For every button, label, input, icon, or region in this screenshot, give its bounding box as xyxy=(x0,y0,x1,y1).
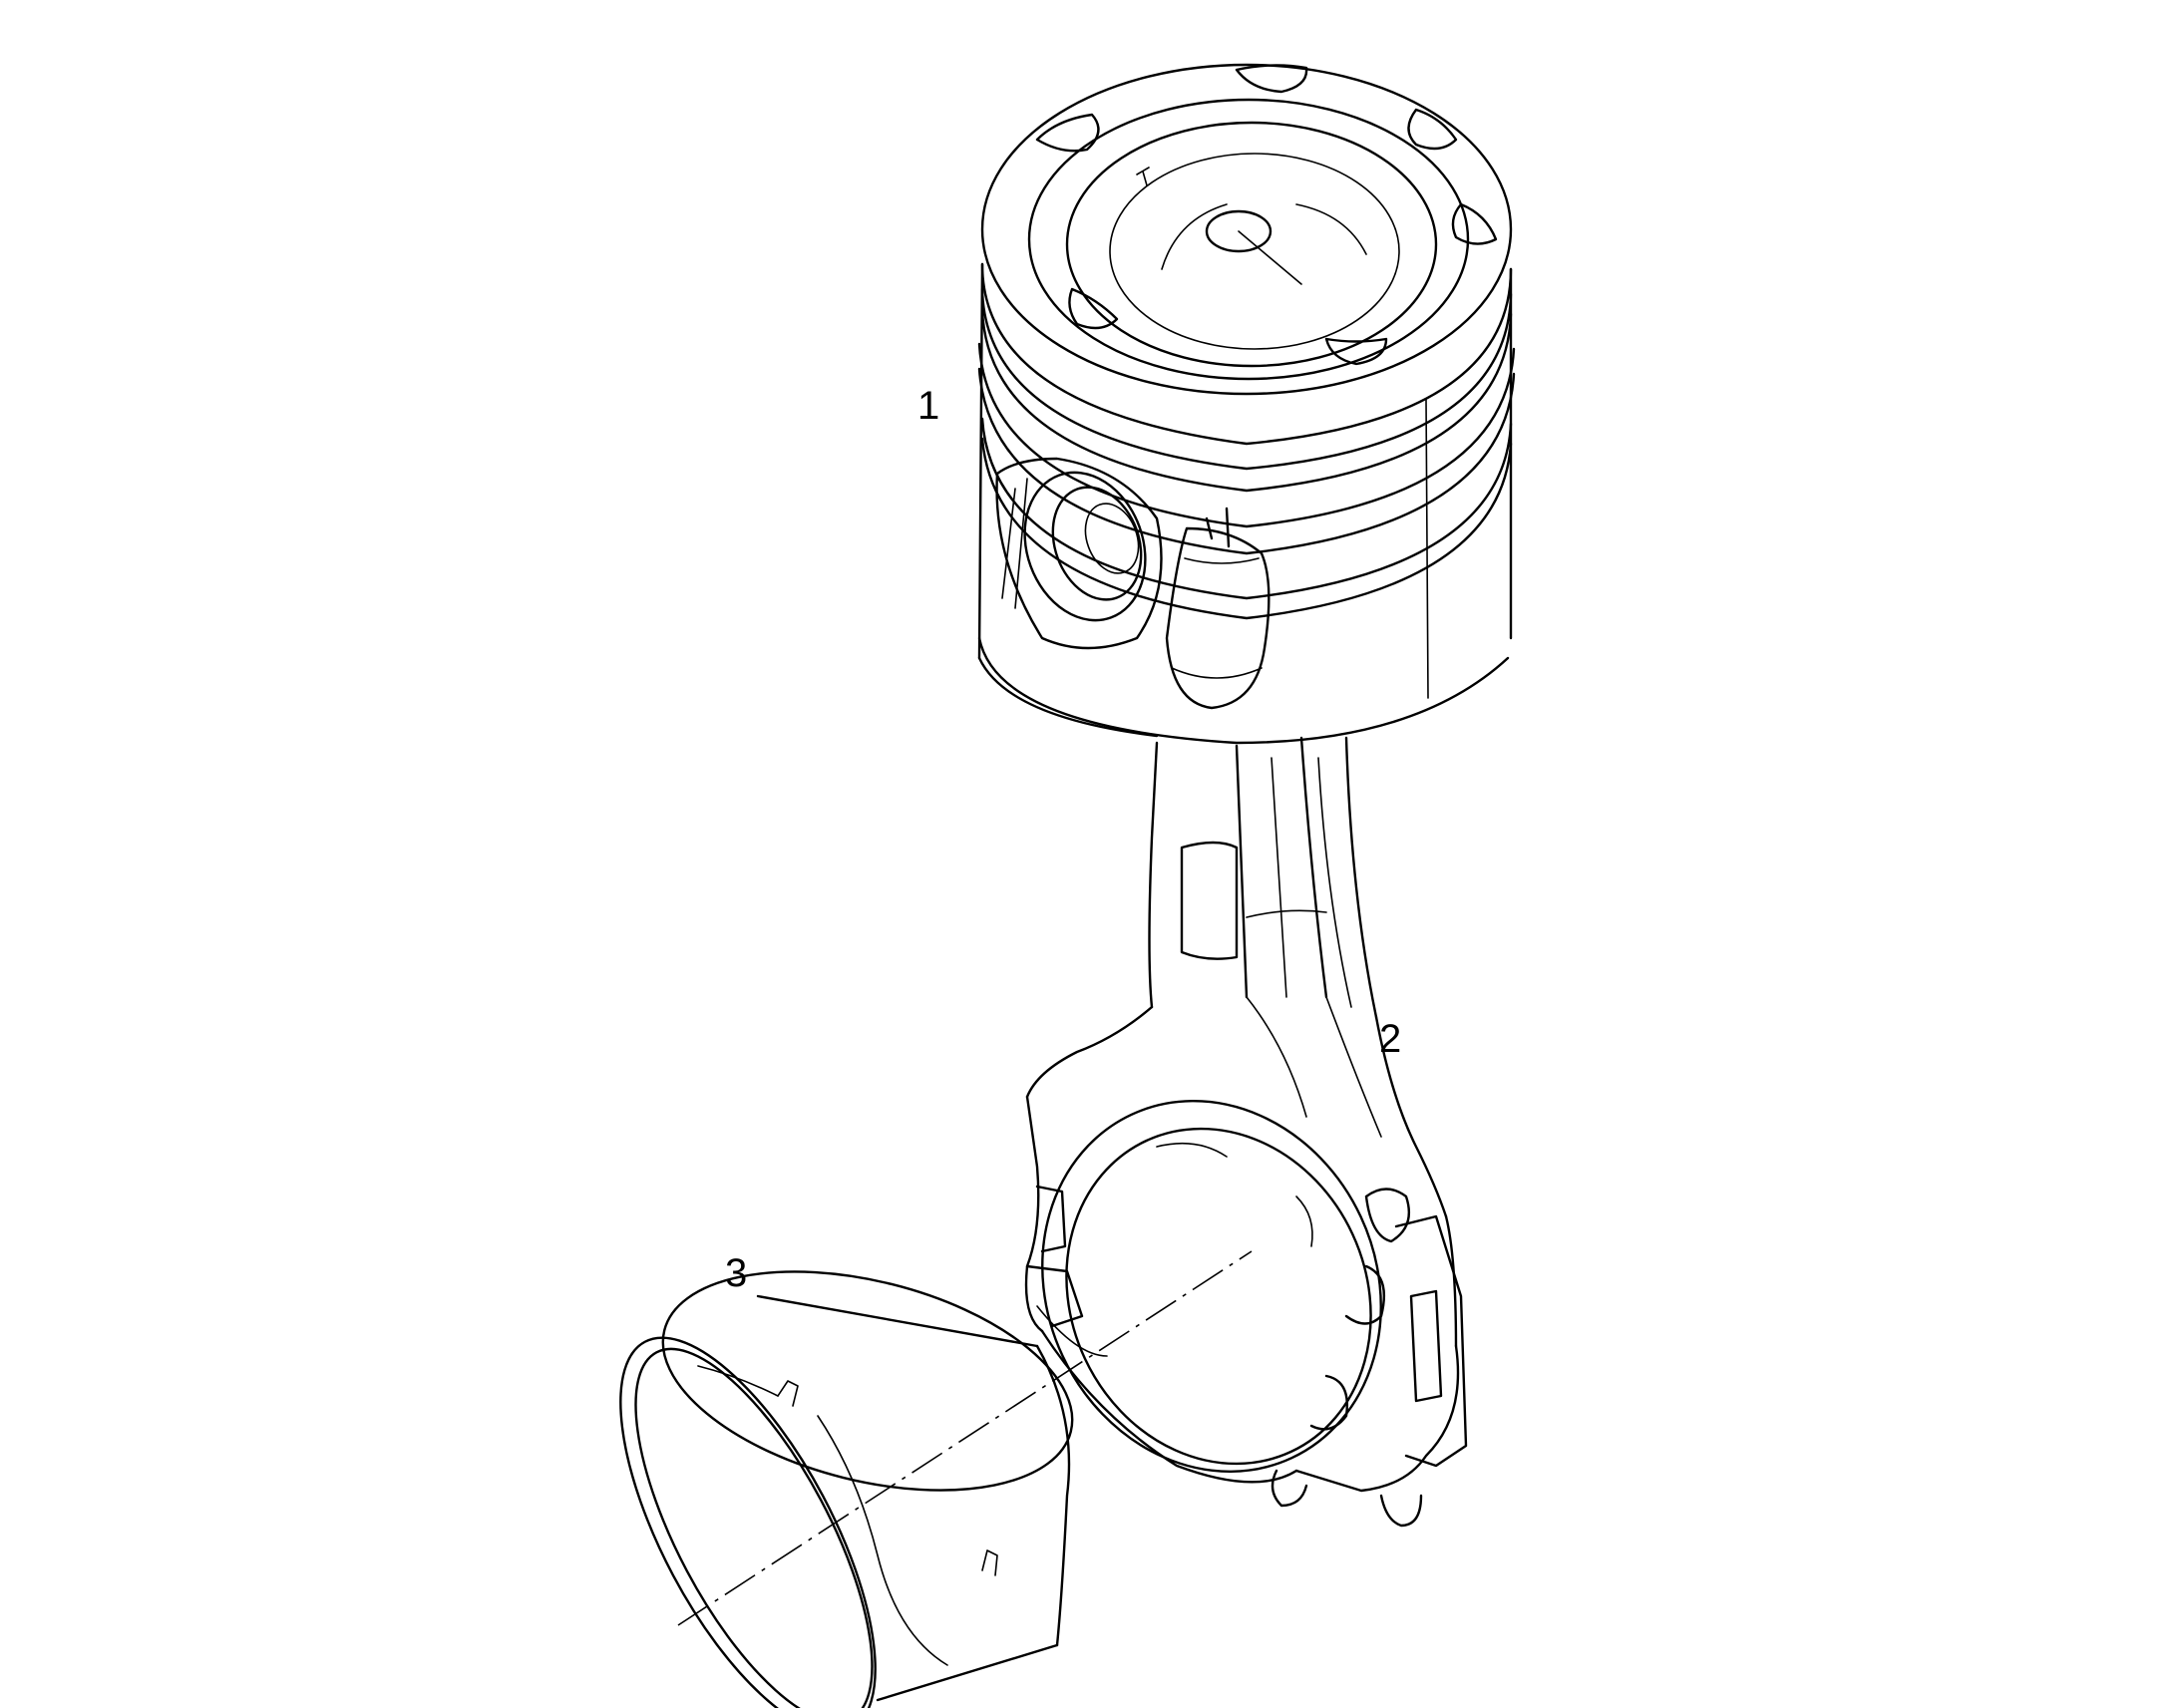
callout-1: 1 xyxy=(917,384,939,428)
bearing-shell xyxy=(619,1270,1074,1708)
connecting-rod xyxy=(1024,736,1468,1528)
callout-2: 2 xyxy=(1379,1017,1401,1061)
callout-3: 3 xyxy=(725,1251,747,1295)
assembly-center-line xyxy=(677,1250,1253,1626)
piston xyxy=(977,63,1516,745)
